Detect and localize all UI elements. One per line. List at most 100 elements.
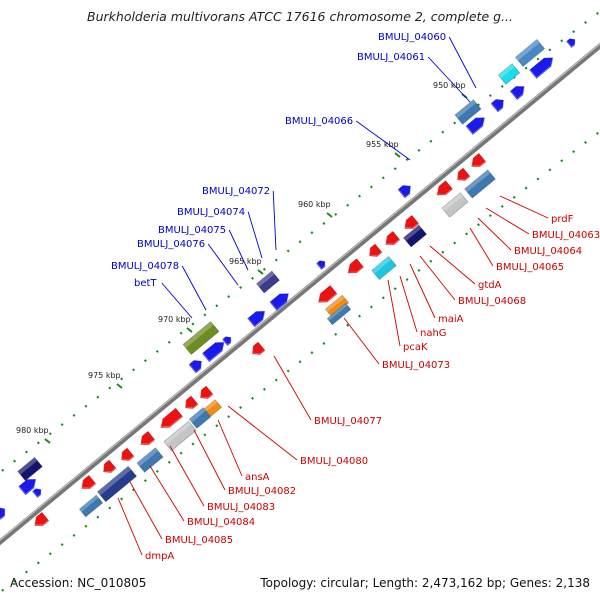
reverse-gene-feature[interactable] [314, 283, 338, 307]
forward-feature-block[interactable] [17, 456, 43, 482]
gene-label-bmulj-04072[interactable]: BMULJ_04072 [202, 186, 270, 197]
gene-label-bmulj-04085[interactable]: BMULJ_04085 [165, 535, 233, 546]
reverse-gene-feature[interactable] [157, 406, 184, 432]
reverse-gene-feature[interactable] [181, 394, 199, 412]
reverse-gene-feature[interactable] [248, 340, 266, 358]
gene-label-bmulj-04077[interactable]: BMULJ_04077 [314, 416, 382, 427]
tick-label-950-kbp: 950 kbp [433, 81, 466, 90]
gene-label-gtda[interactable]: gtdA [478, 280, 502, 291]
gene-label-bmulj-04082[interactable]: BMULJ_04082 [228, 486, 296, 497]
gene-label-ansa[interactable]: ansA [245, 472, 270, 483]
forward-feature-block[interactable] [454, 99, 482, 125]
gene-label-bmulj-04065[interactable]: BMULJ_04065 [496, 262, 564, 273]
tick-mark [116, 383, 123, 389]
forward-gene-feature[interactable] [221, 334, 234, 347]
leader-line [469, 227, 494, 267]
leader-line [387, 279, 401, 347]
forward-feature-block[interactable] [182, 321, 220, 355]
inner-dotted-ring [0, 129, 600, 594]
forward-feature-block[interactable] [256, 270, 280, 294]
tick-label-975-kbp: 975 kbp [88, 371, 121, 380]
forward-gene-feature[interactable] [490, 95, 507, 113]
forward-gene-feature[interactable] [269, 289, 292, 312]
reverse-gene-feature[interactable] [344, 257, 365, 278]
forward-gene-feature[interactable] [509, 81, 529, 101]
reverse-gene-feature[interactable] [99, 458, 117, 476]
gene-label-bmulj-04084[interactable]: BMULJ_04084 [187, 517, 255, 528]
leader-line [227, 405, 298, 461]
forward-gene-feature[interactable] [465, 113, 488, 136]
reverse-gene-feature[interactable] [196, 384, 214, 402]
chromosome-backbone [0, 42, 600, 546]
gene-label-dmpa[interactable]: dmpA [145, 551, 174, 562]
gene-label-prdf[interactable]: prdF [551, 214, 574, 225]
forward-gene-feature[interactable] [0, 504, 9, 520]
leader-line [427, 56, 471, 103]
gene-label-bmulj-04063[interactable]: BMULJ_04063 [532, 230, 600, 241]
gene-label-bmulj-04068[interactable]: BMULJ_04068 [458, 296, 526, 307]
gene-label-pcak[interactable]: pcaK [403, 342, 428, 353]
reverse-gene-feature[interactable] [468, 151, 487, 170]
tick-label-955-kbp: 955 kbp [366, 140, 399, 149]
leader-line [429, 245, 476, 285]
gene-label-nahg[interactable]: nahG [420, 328, 447, 339]
gene-label-bett[interactable]: betT [134, 278, 157, 289]
gene-label-bmulj-04060[interactable]: BMULJ_04060 [378, 32, 446, 43]
reverse-gene-feature[interactable] [31, 510, 50, 529]
reverse-feature-block[interactable] [188, 407, 212, 429]
forward-gene-feature[interactable] [188, 356, 205, 374]
reverse-feature-block[interactable] [136, 447, 164, 473]
forward-gene-feature[interactable] [315, 258, 328, 271]
reverse-gene-feature[interactable] [117, 446, 135, 464]
reverse-feature-block[interactable] [371, 255, 397, 281]
reverse-feature-block[interactable] [203, 399, 223, 417]
reverse-feature-block[interactable] [163, 420, 197, 452]
reverse-gene-feature[interactable] [365, 242, 383, 260]
gene-label-bmulj-04083[interactable]: BMULJ_04083 [207, 502, 275, 513]
gene-label-bmulj-04061[interactable]: BMULJ_04061 [357, 52, 425, 63]
forward-gene-feature[interactable] [565, 36, 578, 49]
leader-line [477, 217, 512, 251]
gene-label-bmulj-04066[interactable]: BMULJ_04066 [285, 116, 353, 127]
gene-label-bmulj-04080[interactable]: BMULJ_04080 [300, 456, 368, 467]
reverse-feature-block[interactable] [78, 494, 104, 518]
leader-line [272, 190, 277, 251]
leader-line [419, 255, 456, 301]
reverse-gene-feature[interactable] [78, 473, 97, 492]
reverse-gene-feature[interactable] [382, 229, 401, 248]
gene-label-bmulj-04064[interactable]: BMULJ_04064 [514, 246, 582, 257]
label-leader-lines [117, 36, 549, 556]
leader-line [409, 263, 436, 319]
reverse-feature-block[interactable] [441, 192, 469, 218]
leader-line [169, 445, 205, 507]
gene-label-bmulj-04076[interactable]: BMULJ_04076 [137, 239, 205, 250]
forward-feature-block[interactable] [514, 39, 546, 67]
tick-label-980-kbp: 980 kbp [16, 426, 49, 435]
leader-line [499, 195, 549, 219]
forward-feature-block[interactable] [497, 63, 521, 85]
reverse-feature-block[interactable] [326, 302, 352, 326]
forward-gene-feature[interactable] [528, 53, 557, 79]
forward-gene-feature[interactable] [31, 486, 44, 499]
reverse-gene-feature[interactable] [401, 213, 420, 232]
forward-gene-feature[interactable] [201, 337, 228, 363]
leader-line [448, 36, 477, 89]
reverse-feature-block[interactable] [464, 169, 496, 199]
topology-summary: Topology: circular; Length: 2,473,162 bp… [260, 576, 590, 590]
gene-label-bmulj-04073[interactable]: BMULJ_04073 [382, 360, 450, 371]
reverse-gene-feature[interactable] [453, 166, 471, 184]
leader-line [217, 419, 243, 477]
leader-line [161, 282, 193, 319]
forward-gene-feature[interactable] [247, 306, 269, 328]
forward-gene-feature[interactable] [397, 181, 414, 199]
gene-label-bmulj-04075[interactable]: BMULJ_04075 [158, 225, 226, 236]
reverse-feature-block[interactable] [97, 465, 137, 503]
forward-feature-block[interactable] [403, 224, 427, 248]
leader-line [193, 429, 226, 491]
reverse-gene-feature[interactable] [137, 429, 156, 448]
reverse-gene-feature[interactable] [433, 179, 454, 200]
gene-label-bmulj-04074[interactable]: BMULJ_04074 [177, 207, 245, 218]
gene-label-bmulj-04078[interactable]: BMULJ_04078 [111, 261, 179, 272]
gene-label-maia[interactable]: maiA [438, 314, 464, 325]
